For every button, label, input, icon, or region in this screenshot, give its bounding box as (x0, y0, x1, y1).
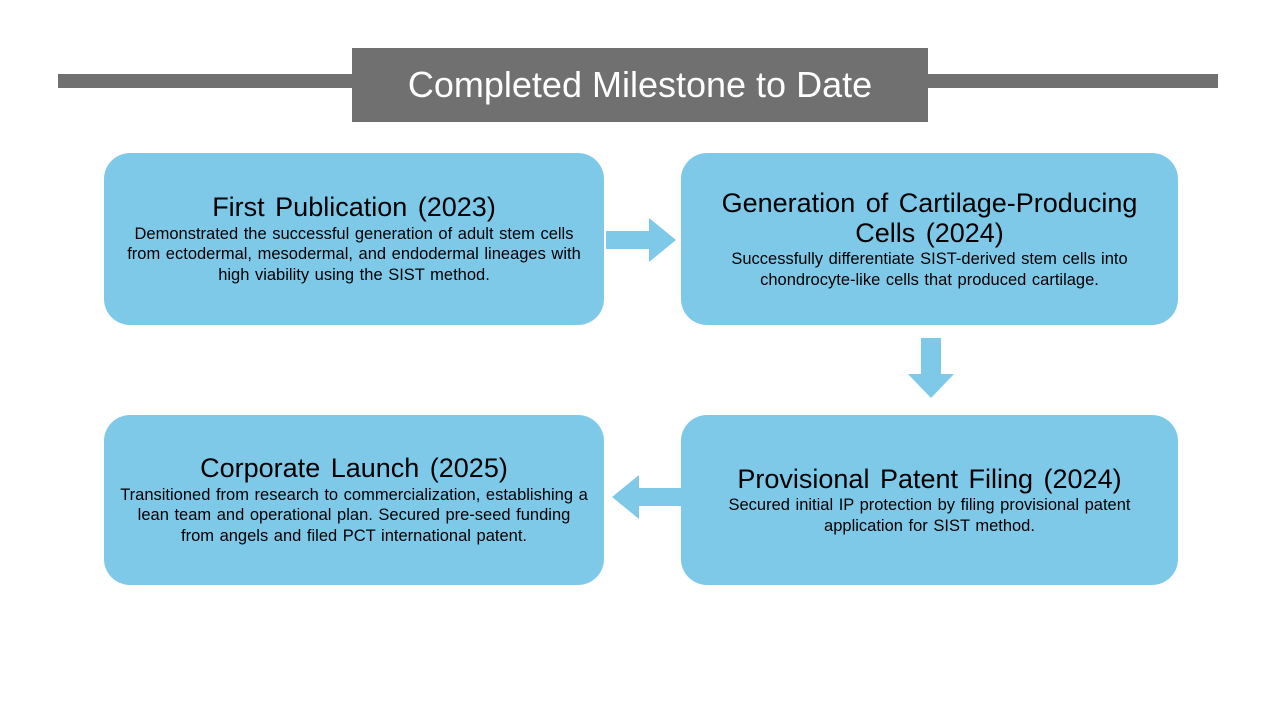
milestone-description: Secured initial IP protection by filing … (728, 495, 1131, 535)
arrow-left-icon (612, 474, 682, 520)
page-title: Completed Milestone to Date (407, 64, 873, 105)
slide-title-banner: Completed Milestone to Date (352, 48, 928, 122)
milestone-card-generation-of-cartilage-producing-cells[interactable]: Generation of Cartilage-Producing Cells … (681, 153, 1178, 325)
arrow-right-icon (606, 216, 676, 264)
arrow-down-icon (906, 338, 956, 398)
milestone-title: Provisional Patent Filing (2024) (737, 463, 1122, 494)
milestone-card-corporate-launch[interactable]: Corporate Launch (2025) Transitioned fro… (104, 415, 604, 585)
milestone-description: Transitioned from research to commercial… (120, 485, 588, 545)
milestone-title: Corporate Launch (2025) (200, 453, 508, 484)
milestone-card-first-publication[interactable]: First Publication (2023) Demonstrated th… (104, 153, 604, 325)
milestone-title: First Publication (2023) (212, 192, 496, 223)
milestone-description: Demonstrated the successful generation o… (127, 224, 581, 284)
milestone-card-provisional-patent-filing[interactable]: Provisional Patent Filing (2024) Secured… (681, 415, 1178, 585)
milestone-description: Successfully differentiate SIST-derived … (731, 250, 1128, 289)
milestone-title: Generation of Cartilage-Producing Cells … (721, 187, 1138, 248)
